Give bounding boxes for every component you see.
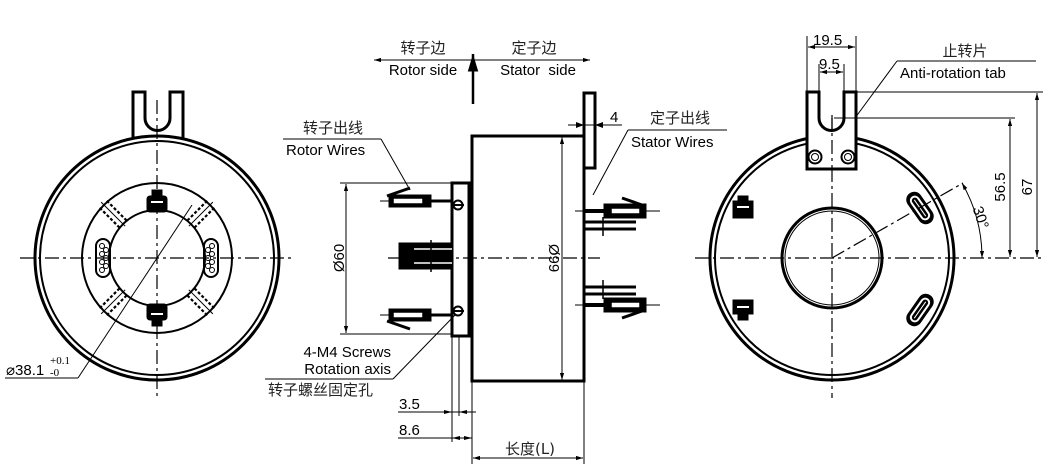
- stator-wires-cn-label: 定子出线: [650, 109, 710, 127]
- arrowhead: [595, 122, 603, 128]
- stator-housing-body: [470, 134, 586, 383]
- slot-width-label: 9.5: [819, 56, 840, 73]
- screw-hole: [186, 287, 216, 317]
- stator-wire-connector-top: [575, 196, 660, 236]
- stator-connector-top: [732, 195, 754, 219]
- bore-leader-line: [77, 204, 193, 379]
- screw-hole: [98, 199, 128, 229]
- through-bore-circle: [780, 206, 884, 310]
- anti-rotation-tab: [131, 90, 185, 138]
- anti-rotation-tab-plate: [582, 91, 597, 170]
- through-bore-inner-edge: [784, 210, 880, 306]
- arrowhead: [444, 410, 452, 414]
- angle-label: 30°: [969, 204, 992, 231]
- arrowhead: [464, 436, 472, 440]
- anti-rotation-cn-label: 止转片: [942, 42, 987, 60]
- wire-slot-left: [95, 238, 111, 278]
- screws-label: 4-M4 Screws: [303, 344, 391, 361]
- stator-side-label: Stator side: [500, 62, 576, 79]
- bore-tolerance-lower: -0: [50, 367, 60, 379]
- slot-angle-line: [831, 182, 964, 259]
- rotor-wire-connector-top: [380, 186, 452, 208]
- stator-wires-leader: [592, 129, 629, 196]
- anti-rotation-label: Anti-rotation tab: [900, 65, 1006, 82]
- stator-connector-bottom: [732, 299, 754, 321]
- screws-leader: [392, 313, 457, 380]
- screw-hole: [186, 199, 216, 229]
- stator-wires-label: Stator Wires: [631, 134, 714, 151]
- outer-housing-inner-edge: [39, 140, 275, 376]
- flange-total-label: 8.6: [399, 422, 420, 439]
- rotor-side-cn-label: 转子边: [400, 39, 445, 57]
- rotor-screw-bottom: [452, 305, 464, 317]
- slot-height-label: 56.5: [992, 172, 1009, 201]
- flange-offset-label: 3.5: [399, 396, 420, 413]
- flange-diameter-label: Ø60: [331, 244, 348, 272]
- rotor-connector-top: [146, 189, 168, 213]
- stator-end-view: 30° 19.5 9.5 止转片 Anti-rotation tab 56.5 …: [695, 32, 1043, 398]
- screw-hole: [98, 287, 128, 317]
- rotor-wires-label: Rotor Wires: [286, 142, 365, 159]
- rotor-wire-connector-bottom: [380, 308, 452, 331]
- anti-rotation-tab: [805, 90, 858, 171]
- stator-side-cn-label: 定子边: [511, 39, 556, 57]
- tab-thickness-label: 4: [610, 109, 618, 126]
- length-label: 长度(L): [505, 440, 555, 458]
- stator-wire-connector-bottom: [575, 280, 660, 320]
- rotor-connector-bottom: [146, 303, 168, 327]
- outer-housing-circle: [33, 134, 281, 382]
- rotor-screw-top: [452, 199, 464, 211]
- rotor-wires-leader: [380, 138, 411, 191]
- wire-slot-lower: [906, 293, 934, 327]
- rotor-side-label: Rotor side: [389, 62, 457, 79]
- arrowhead: [452, 436, 460, 440]
- rotor-end-view: ⌀38.1 +0.1 -0: [5, 90, 295, 400]
- tab-mounting-screw: [807, 149, 823, 165]
- bore-tolerance-upper: +0.1: [50, 355, 70, 367]
- side-view: 转子边 Rotor side 定子边 Stator side: [265, 39, 727, 464]
- tab-height-label: 67: [1019, 179, 1036, 196]
- tab-width-label: 19.5: [813, 32, 842, 49]
- anti-rotation-leader: [854, 60, 898, 119]
- arrowhead: [576, 122, 584, 128]
- screw-hole-hidden-lines: [98, 199, 216, 317]
- rotor-wires-cn-label: 转子出线: [303, 119, 363, 137]
- screws-cn-label: 转子螺丝固定孔: [268, 381, 373, 399]
- body-diameter-label: Ø99: [545, 244, 562, 272]
- bore-diameter-label: ⌀38.1: [6, 362, 44, 379]
- arrowhead: [459, 410, 467, 414]
- rotation-axis-label: Rotation axis: [304, 361, 391, 378]
- rotor-center-connector: [398, 240, 453, 272]
- angle-arc: [961, 182, 985, 259]
- rotor-flange-circle: [81, 182, 233, 334]
- tab-mounting-screw: [840, 149, 856, 165]
- wire-slot-right: [203, 238, 219, 278]
